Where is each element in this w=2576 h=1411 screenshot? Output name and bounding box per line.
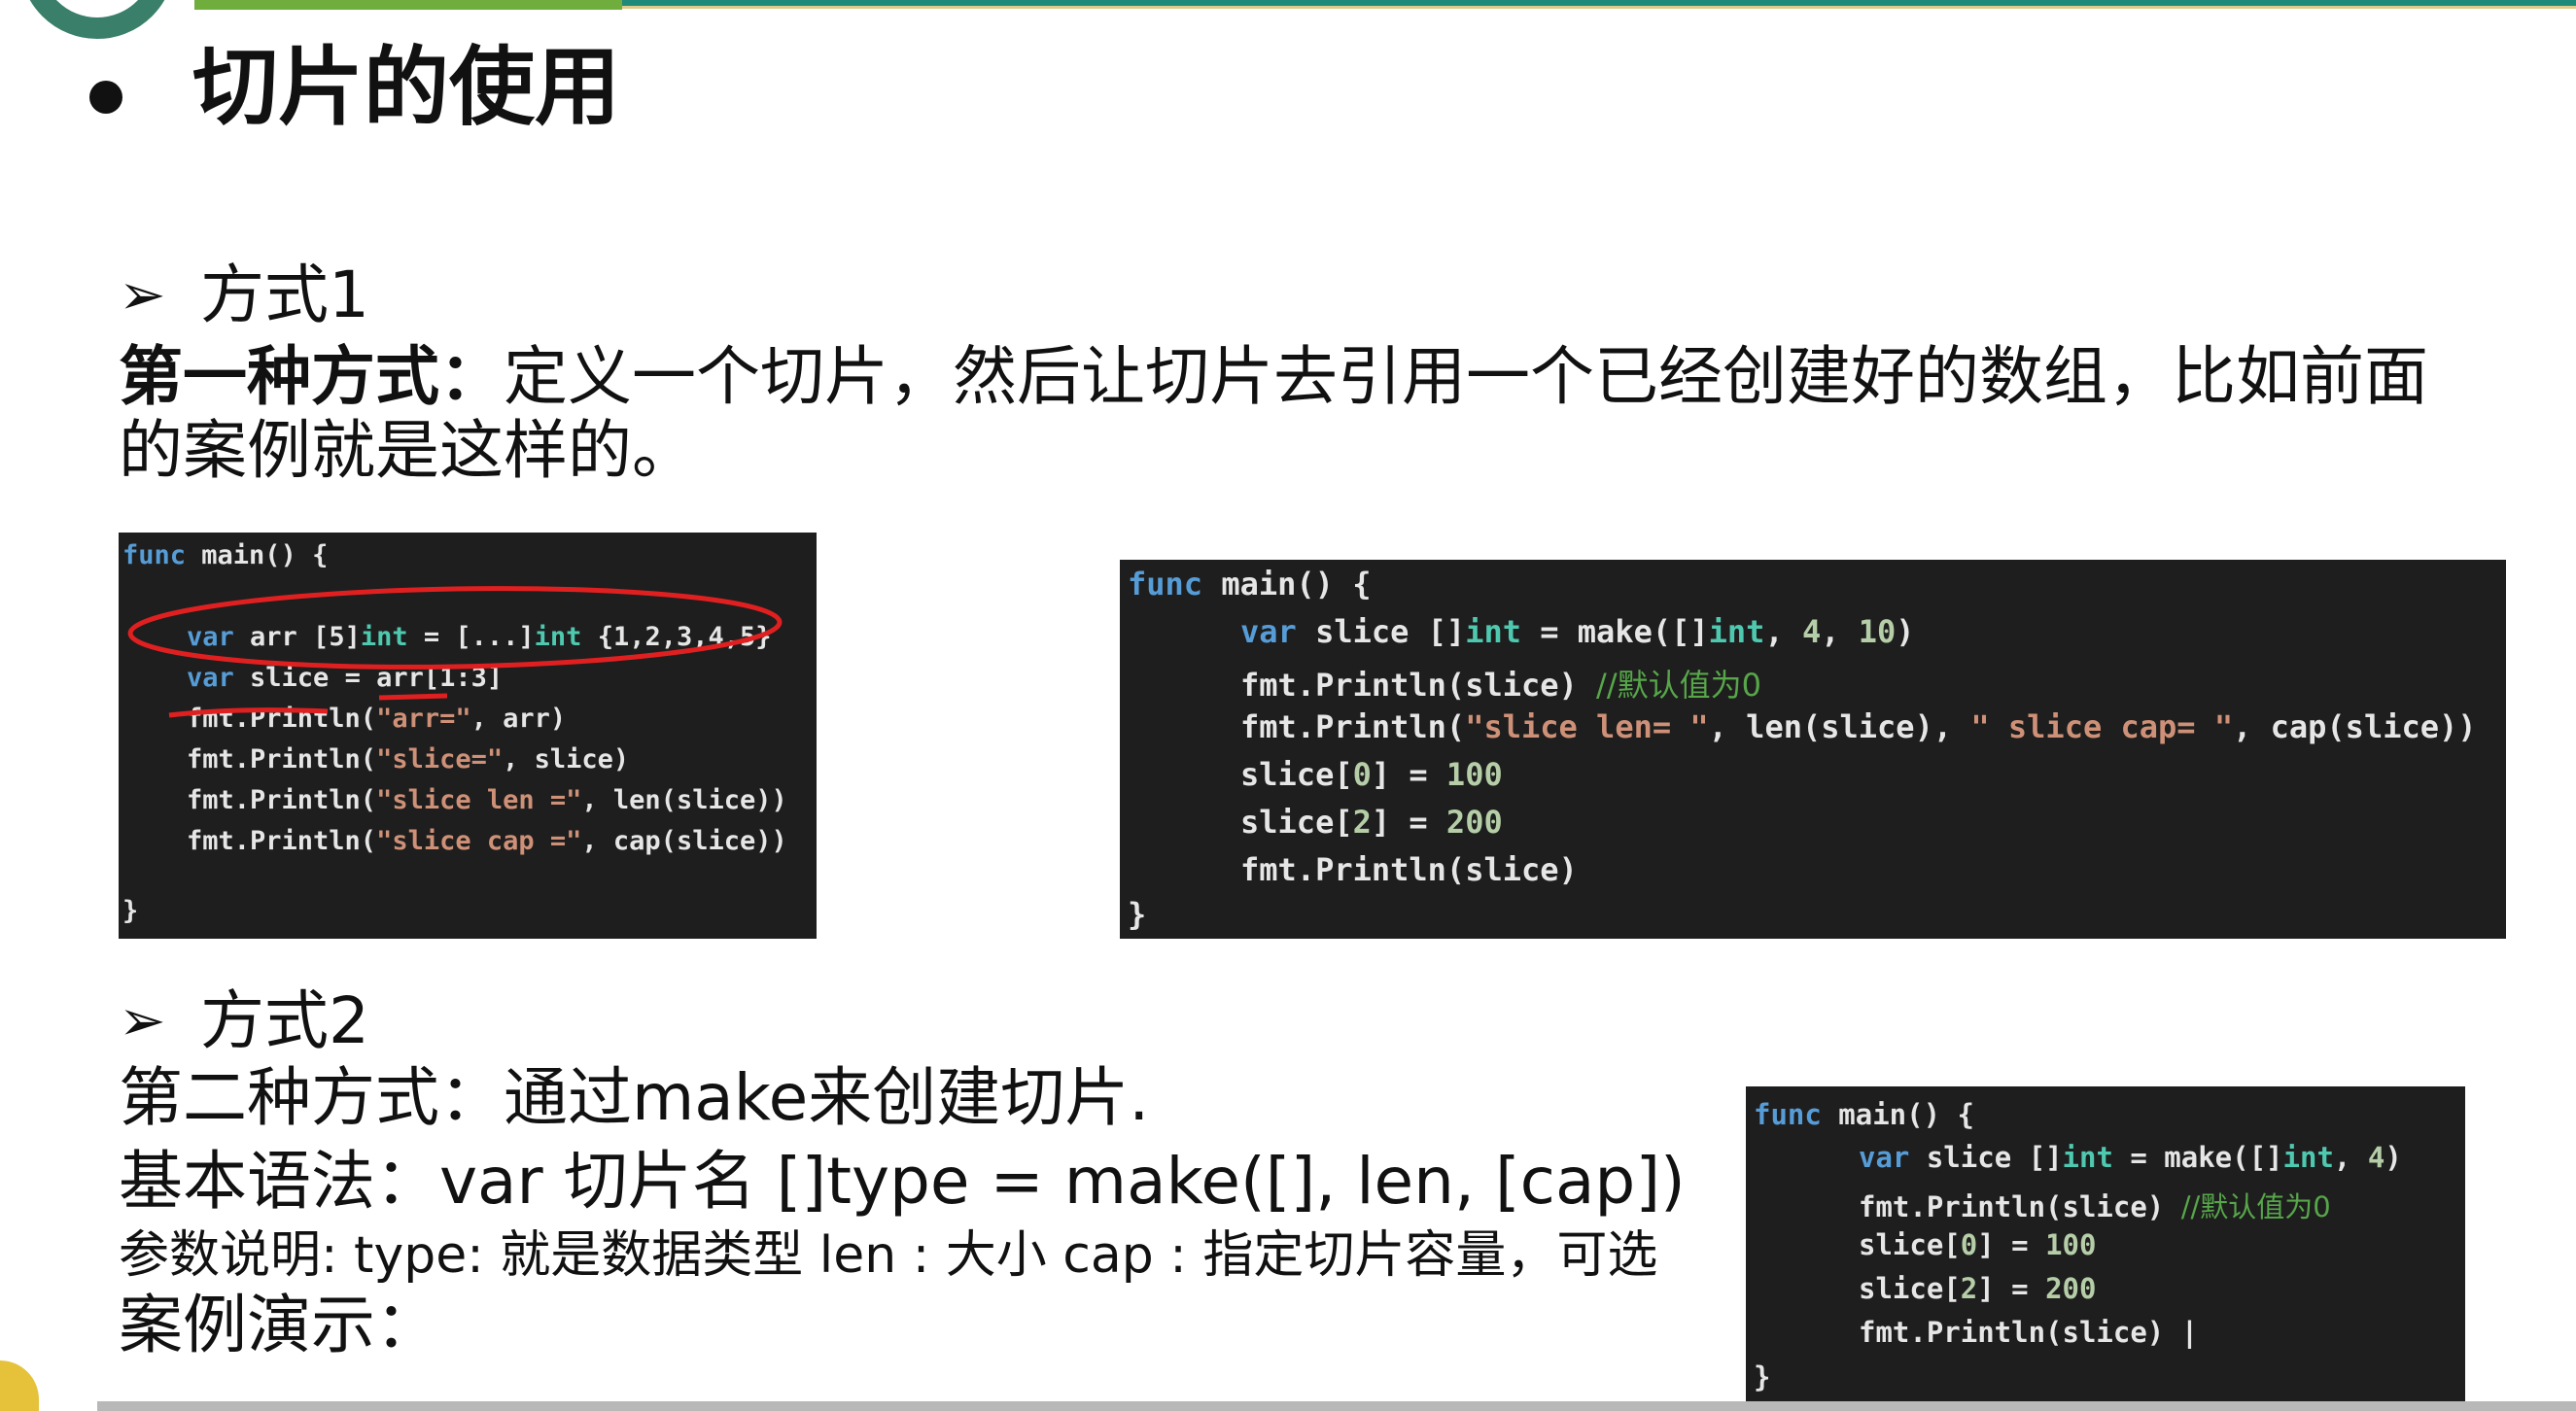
arrow-bullet-icon: ➢ <box>119 261 166 327</box>
code-line: var slice []int = make([]int, 4, 10) <box>1240 613 1915 650</box>
method1-label: 第一种方式： <box>119 339 504 414</box>
method1-desc-text: 定义一个切片，然后让切片去引用一个已经创建好的数组，比如前面 <box>504 339 2428 414</box>
code-line: } <box>122 896 139 926</box>
method2-heading: 方式2 <box>200 983 369 1058</box>
logo-arc <box>19 0 175 39</box>
code-line: fmt.Println("slice=", slice) <box>187 744 630 774</box>
code-line: fmt.Println("arr=", arr) <box>187 704 567 734</box>
method2-params: 参数说明: type: 就是数据类型 len : 大小 cap : 指定切片容量… <box>119 1226 1658 1285</box>
code-line: slice[0] = 100 <box>1240 756 1503 793</box>
header-decoration <box>194 0 622 10</box>
method1-desc-line1: 第一种方式：定义一个切片，然后让切片去引用一个已经创建好的数组，比如前面 <box>119 340 2568 414</box>
code-block-make-with-cap: func main() { var slice []int = make([]i… <box>1120 560 2506 939</box>
code-line: slice[2] = 200 <box>1240 804 1503 841</box>
method2-line1: 第二种方式：通过make来创建切片. <box>119 1060 1150 1135</box>
method1-desc-line2: 的案例就是这样的。 <box>119 413 696 488</box>
slide-title: 切片的使用 <box>192 37 621 137</box>
code-line: } <box>1128 896 1147 933</box>
code-line: fmt.Println(slice) //默认值为0 <box>1240 667 1761 704</box>
arrow-bullet-icon: ➢ <box>119 987 166 1053</box>
code-block-method2-make: func main() { var slice []int = make([]i… <box>1746 1086 2465 1401</box>
corner-decoration <box>0 1360 39 1411</box>
code-line: func main() { <box>122 540 329 570</box>
code-line: fmt.Println(slice) | <box>1859 1316 2199 1349</box>
code-line: var slice []int = make([]int, 4) <box>1859 1141 2402 1174</box>
code-line: var arr [5]int = [...]int {1,2,3,4,5} <box>187 622 772 652</box>
code-line: fmt.Println("slice cap =", cap(slice)) <box>187 826 787 856</box>
method1-heading: 方式1 <box>200 258 369 332</box>
header-band <box>622 0 2576 6</box>
bottom-scroll-bar <box>97 1401 2576 1411</box>
code-line: func main() { <box>1128 566 1372 602</box>
code-line: fmt.Println(slice) //默认值为0 <box>1859 1190 2331 1223</box>
code-line: fmt.Println("slice len =", len(slice)) <box>187 785 787 815</box>
header-band-accent <box>622 6 2576 9</box>
code-line: slice[2] = 200 <box>1859 1272 2097 1305</box>
code-line: fmt.Println(slice) <box>1240 851 1578 888</box>
red-annotation-circle <box>127 586 783 718</box>
method2-syntax: 基本语法：var 切片名 []type = make([], len, [cap… <box>119 1144 1686 1219</box>
code-line: fmt.Println("slice len= ", len(slice), "… <box>1240 708 2477 745</box>
code-line: slice[0] = 100 <box>1859 1228 2097 1261</box>
method2-example-label: 案例演示： <box>119 1288 439 1362</box>
code-line: } <box>1754 1360 1771 1394</box>
code-line: func main() { <box>1754 1098 1974 1131</box>
title-bullet <box>89 81 122 114</box>
